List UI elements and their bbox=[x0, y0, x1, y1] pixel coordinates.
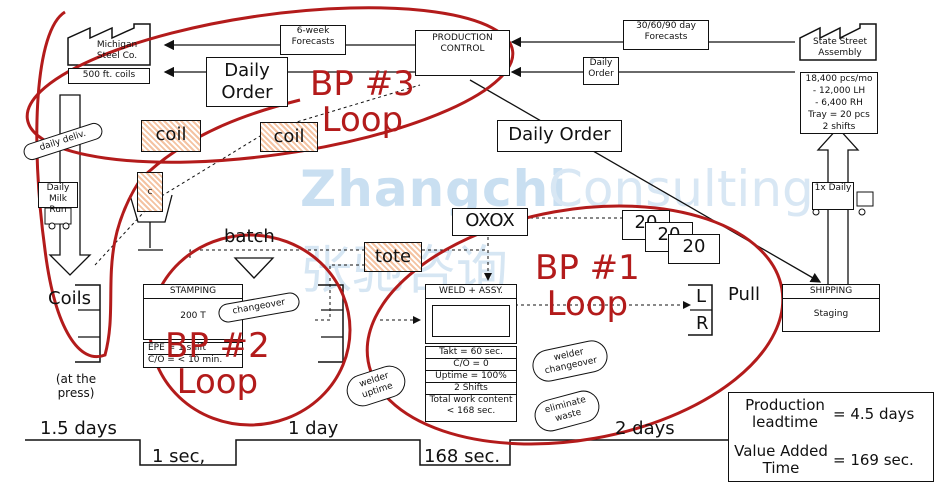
weld-row-1: Takt = 60 sec. bbox=[439, 347, 503, 357]
weld-row-5: Total work content < 168 sec. bbox=[426, 394, 516, 417]
demand-line-3: - 6,400 RH bbox=[815, 98, 863, 108]
demand-line-1: 18,400 pcs/mo bbox=[805, 74, 873, 84]
timeline-lt-2: 1 day bbox=[288, 418, 339, 439]
summary-va-value: = 169 sec. bbox=[833, 451, 914, 469]
loop-bp1: BP #1 Loop bbox=[535, 250, 640, 322]
pull-card-3: 20 bbox=[668, 234, 720, 264]
production-control: PRODUCTION CONTROL bbox=[415, 30, 510, 76]
summary-leadtime-value: = 4.5 days bbox=[833, 405, 915, 423]
demand-line-5: 2 shifts bbox=[822, 122, 856, 132]
supermarket-L: L bbox=[696, 286, 707, 307]
forecast-customer-label: 30/60/90 day Forecasts bbox=[623, 20, 709, 50]
daily-order-supplier-label: Daily Order bbox=[206, 57, 288, 107]
production-control-title: PRODUCTION CONTROL bbox=[432, 33, 493, 54]
stamping-row-1: EPE = 1 shift bbox=[148, 343, 207, 353]
loop-bp3-sub: Loop bbox=[321, 100, 404, 140]
demand-line-4: Tray = 20 pcs bbox=[808, 110, 870, 120]
stamping-row-2: C/O = < 10 min. bbox=[148, 354, 242, 366]
summary-va-label: Value Added Time bbox=[734, 442, 828, 477]
shipping-title: SHIPPING bbox=[783, 285, 879, 299]
coils-supermarket-label: Coils bbox=[48, 288, 91, 309]
demand-line-2: - 12,000 LH bbox=[812, 86, 866, 96]
supplier-name: Michigan Steel Co. bbox=[96, 40, 138, 61]
customer-demand: 18,400 pcs/mo - 12,000 LH - 6,400 RH Tra… bbox=[800, 72, 878, 134]
shipping-staging: Staging bbox=[813, 309, 849, 319]
stamping-tonnage: 200 T bbox=[180, 311, 206, 321]
pull-label: Pull bbox=[728, 284, 760, 305]
timeline-va-2: 168 sec. bbox=[424, 446, 501, 467]
loop-bp1-title: BP #1 bbox=[535, 248, 640, 288]
at-press-label: (at the press) bbox=[55, 372, 97, 400]
forecast-supplier-label: 6-week Forecasts bbox=[280, 25, 346, 55]
supermarket-R: R bbox=[696, 313, 709, 334]
stamping-title: STAMPING bbox=[144, 285, 242, 299]
summary-leadtime-label: Production leadtime bbox=[745, 396, 825, 431]
loop-bp2-sub: Loop bbox=[176, 362, 259, 402]
weld-row-4: 2 Shifts bbox=[426, 382, 516, 394]
loop-bp2-title: BP #2 bbox=[165, 326, 270, 366]
daily-order-shipping-label: Daily Order bbox=[497, 120, 622, 152]
kanban-post-card: c bbox=[137, 172, 163, 212]
stamping-data-box: EPE = 1 shift C/O = < 10 min. bbox=[143, 342, 243, 368]
timeline-lt-3: 2 days bbox=[615, 418, 675, 439]
batch-label: batch bbox=[224, 226, 275, 247]
coil-kanban-a: coil bbox=[141, 120, 201, 152]
tote-kanban: tote bbox=[364, 242, 422, 272]
weld-row-3: Uptime = 100% bbox=[426, 370, 516, 382]
loop-bp3-title: BP #3 bbox=[310, 64, 415, 104]
milk-run-label: Daily Milk Run bbox=[38, 182, 78, 215]
weld-data-box: Takt = 60 sec. C/O = 0 Uptime = 100% 2 S… bbox=[425, 346, 517, 422]
summary-box: Production leadtime = 4.5 days Value Add… bbox=[728, 392, 934, 482]
loop-bp3: BP #3 Loop bbox=[310, 66, 415, 138]
timeline-va-1: 1 sec, bbox=[152, 446, 206, 467]
weld-assy-process: WELD + ASSY. bbox=[425, 284, 517, 344]
shipping-process: SHIPPING Staging bbox=[782, 284, 880, 332]
ship-frequency-label: 1x Daily bbox=[812, 182, 854, 210]
daily-order-customer-label: Daily Order bbox=[583, 57, 619, 85]
weld-title: WELD + ASSY. bbox=[426, 285, 516, 299]
loop-bp1-sub: Loop bbox=[546, 284, 629, 324]
weld-row-2: C/O = 0 bbox=[426, 358, 516, 370]
load-leveling-oxox: OXOX bbox=[452, 208, 528, 236]
loop-bp2: BP #2 Loop bbox=[165, 328, 270, 400]
coil-kanban-b: coil bbox=[260, 122, 318, 152]
welder-icon bbox=[432, 305, 510, 337]
timeline-lt-1: 1.5 days bbox=[40, 418, 117, 439]
customer-name: State Street Assembly bbox=[812, 37, 868, 58]
supplier-note: 500 ft. coils bbox=[68, 68, 150, 84]
